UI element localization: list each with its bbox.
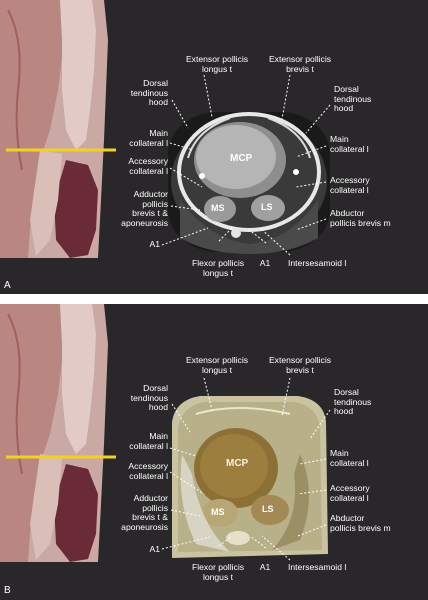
label-adductor-pollicis-brevis: Adductor pollicis brevis t & aponeurosis — [121, 189, 168, 228]
label-a1-left: A1 — [149, 239, 160, 249]
label-abductor-pollicis-brevis: Abductor pollicis brevis m — [330, 513, 391, 533]
label-main-collateral-left: Main collateral l — [129, 128, 168, 148]
panel-b: Extensor pollicis longus t Extensor poll… — [0, 304, 428, 600]
panel-a: Extensor pollicis longus t Extensor poll… — [0, 0, 428, 294]
panel-letter: B — [4, 585, 11, 596]
label-main-collateral-right: Main collateral l — [330, 448, 369, 468]
label-abductor-pollicis-brevis: Abductor pollicis brevis m — [330, 208, 391, 228]
label-intersesamoid: Intersesamoid l — [288, 562, 347, 572]
label-adductor-pollicis-brevis: Adductor pollicis brevis t & aponeurosis — [121, 493, 168, 532]
label-accessory-collateral-right: Accessory collateral l — [330, 483, 370, 503]
label-extensor-pollicis-longus: Extensor pollicis longus t — [185, 54, 249, 74]
label-main-collateral-left: Main collateral l — [129, 431, 168, 451]
bone-label-ls: LS — [262, 504, 274, 514]
label-a1-left: A1 — [149, 544, 160, 554]
anatomical-axial-section — [172, 396, 328, 558]
label-accessory-collateral-left: Accessory collateral l — [128, 156, 168, 176]
label-accessory-collateral-right: Accessory collateral l — [330, 175, 370, 195]
label-dorsal-tendinous-hood-left: Dorsal tendinous hood — [130, 383, 168, 413]
panel-letter: A — [4, 280, 11, 291]
bone-label-ms: MS — [211, 507, 225, 517]
label-dorsal-tendinous-hood-right: Dorsal tendinous hood — [334, 387, 372, 417]
mri-axial-section — [168, 112, 330, 254]
sagittal-thumb-section — [0, 304, 108, 562]
panel-b-graphics — [0, 304, 331, 562]
leader-lines — [161, 74, 331, 256]
label-intersesamoid: Intersesamoid l — [288, 258, 347, 268]
label-flexor-pollicis-longus: Flexor pollicis longus t — [191, 562, 245, 582]
label-accessory-collateral-left: Accessory collateral l — [128, 461, 168, 481]
bone-label-mcp: MCP — [230, 153, 253, 164]
bone-label-ms: MS — [211, 203, 225, 213]
label-main-collateral-right: Main collateral l — [330, 134, 369, 154]
label-extensor-pollicis-brevis: Extensor pollicis brevis t — [268, 54, 332, 74]
label-flexor-pollicis-longus: Flexor pollicis longus t — [191, 258, 245, 278]
bone-label-mcp: MCP — [226, 458, 249, 469]
label-dorsal-tendinous-hood-right: Dorsal tendinous hood — [334, 84, 372, 114]
label-a1-bottom: A1 — [259, 562, 271, 572]
label-dorsal-tendinous-hood-left: Dorsal tendinous hood — [130, 78, 168, 108]
leader-lines — [161, 377, 331, 561]
label-a1-bottom: A1 — [259, 258, 271, 268]
sagittal-thumb-section — [0, 0, 108, 258]
label-extensor-pollicis-brevis: Extensor pollicis brevis t — [268, 355, 332, 375]
panel-a-graphics — [0, 0, 331, 258]
label-extensor-pollicis-longus: Extensor pollicis longus t — [185, 355, 249, 375]
bone-label-ls: LS — [261, 202, 273, 212]
